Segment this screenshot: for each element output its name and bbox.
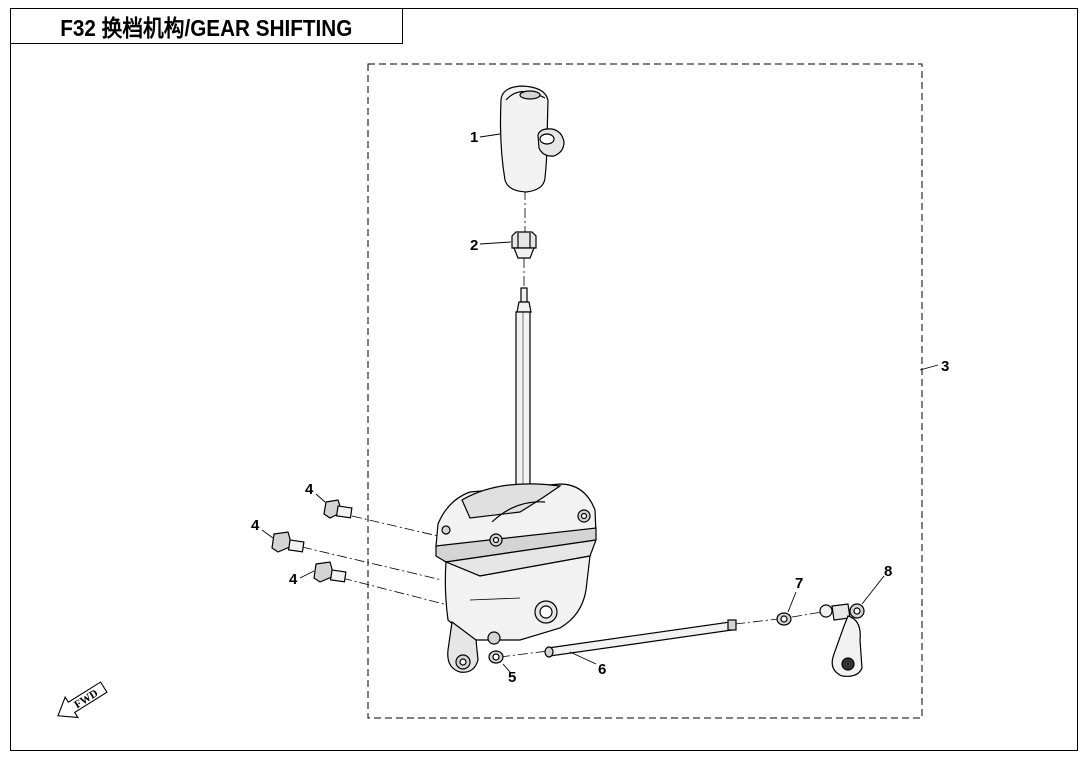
adapter-nut [511,231,537,259]
lock-nut-5 [488,650,504,664]
callout-7: 7 [795,575,803,592]
callout-4c: 4 [289,571,298,588]
lock-nut-7 [776,612,792,626]
fwd-arrow-icon: FWD [57,681,108,719]
shift-link-rod [544,619,737,658]
axis-lines [301,190,823,658]
callout-3: 3 [941,358,949,375]
callout-4a: 4 [305,481,314,498]
flange-bolt-c [313,561,347,583]
callout-5: 5 [508,669,516,686]
callout-8: 8 [884,563,892,580]
shift-knob [499,85,565,193]
assembly-boundary [367,63,923,719]
callout-6: 6 [598,661,606,678]
callout-1: 1 [470,129,478,146]
page-title: F32 换档机构/GEAR SHIFTING [60,15,353,41]
callout-2: 2 [470,237,478,254]
diagram-frame [10,8,1078,751]
flange-bolt-b [271,531,305,553]
title-box: F32 换档机构/GEAR SHIFTING [10,8,403,44]
callout-4b: 4 [251,517,260,534]
shifter-housing [435,483,597,673]
leader-lines [261,133,939,673]
shift-arm [819,603,865,677]
shift-lever-rod [515,287,532,489]
flange-bolt-a [323,499,353,519]
